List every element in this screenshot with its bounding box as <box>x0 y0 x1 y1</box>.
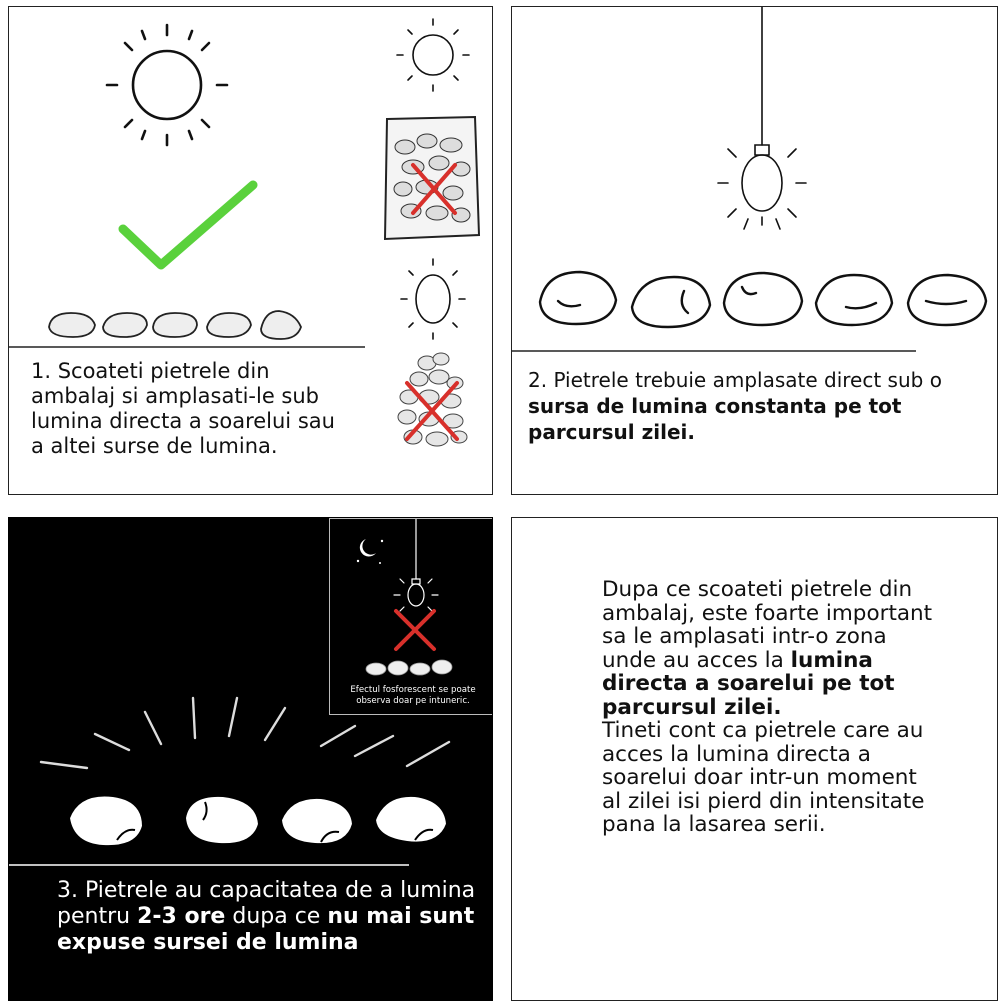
panel-4-text-bold: lumina directa a soarelui pe tot parcurs… <box>602 647 895 720</box>
panel-1: 1. Scoateti pietrele din ambalaj si ampl… <box>8 6 493 495</box>
stone-icon <box>538 270 618 326</box>
stone-pile-icon <box>397 352 468 447</box>
panel-1-illustration <box>9 18 481 447</box>
moon-icon <box>359 539 376 557</box>
cross-icon <box>411 163 457 215</box>
stone-icon <box>260 310 302 340</box>
panel-3-text-4: nu mai sunt expuse sursei de lumina <box>57 904 475 955</box>
stone-icon <box>722 271 804 327</box>
panel-4-note: Dupa ce scoateti pietrele din ambalaj, e… <box>602 578 942 837</box>
panel-1-instruction: 1. Scoateti pietrele din ambalaj si ampl… <box>31 359 335 458</box>
cross-icon <box>394 609 436 651</box>
stone-row <box>538 270 988 329</box>
stone-icon <box>48 312 96 338</box>
panel-4-text-1: Dupa ce scoateti pietrele din ambalaj, e… <box>602 577 933 673</box>
night-inset-illustration <box>356 519 453 676</box>
light-bulb-icon <box>400 258 466 340</box>
stone-icon <box>183 794 261 846</box>
stone-row <box>365 659 453 676</box>
panel-2-text-bold: sursa de lumina constanta pe tot parcurs… <box>528 394 902 444</box>
stone-icon <box>279 796 355 846</box>
panel-2-illustration <box>512 7 988 352</box>
stone-icon <box>373 794 449 844</box>
stone-row <box>67 794 449 848</box>
panel-3-illustration <box>9 696 451 866</box>
stone-icon <box>814 273 894 327</box>
panel-3-text-2: 2-3 ore <box>137 904 226 929</box>
cross-icon <box>405 381 459 441</box>
stone-icon <box>387 660 409 676</box>
light-rays <box>39 696 451 770</box>
night-inset-caption: Efectul fosforescent se poate observa do… <box>350 685 476 706</box>
panel-3-instruction: 3. Pietrele au capacitatea de a lumina p… <box>57 878 477 956</box>
stone-bag-icon <box>383 115 481 241</box>
stone-icon <box>206 312 252 338</box>
night-inset: Efectul fosforescent se poate observa do… <box>329 518 492 715</box>
stone-icon <box>67 794 145 848</box>
stone-icon <box>431 659 453 675</box>
panel-3: Efectul fosforescent se poate observa do… <box>8 517 493 1001</box>
light-bulb-icon <box>393 519 439 612</box>
stone-icon <box>409 662 431 676</box>
sun-icon <box>396 18 470 92</box>
panel-4: Dupa ce scoateti pietrele din ambalaj, e… <box>511 517 998 1001</box>
stone-icon <box>630 275 712 329</box>
checkmark-icon <box>118 180 258 270</box>
stone-row <box>48 310 302 340</box>
panel-4-text-2: Tineti cont ca pietrele care au acces la… <box>602 718 925 837</box>
sun-icon <box>105 23 229 147</box>
panel-2: 2. Pietrele trebuie amplasate direct sub… <box>511 6 998 495</box>
stone-icon <box>152 312 198 338</box>
panel-2-instruction: 2. Pietrele trebuie amplasate direct sub… <box>528 367 988 445</box>
panel-2-text-plain: 2. Pietrele trebuie amplasate direct sub… <box>528 368 942 392</box>
panel-3-text-3: dupa ce <box>225 904 328 929</box>
light-bulb-icon <box>717 7 807 230</box>
stone-icon <box>365 662 387 676</box>
stone-icon <box>102 312 148 338</box>
panel-3-text-1: 3. Pietrele au capacitatea de a lumina p… <box>57 878 476 929</box>
stone-icon <box>906 273 988 327</box>
